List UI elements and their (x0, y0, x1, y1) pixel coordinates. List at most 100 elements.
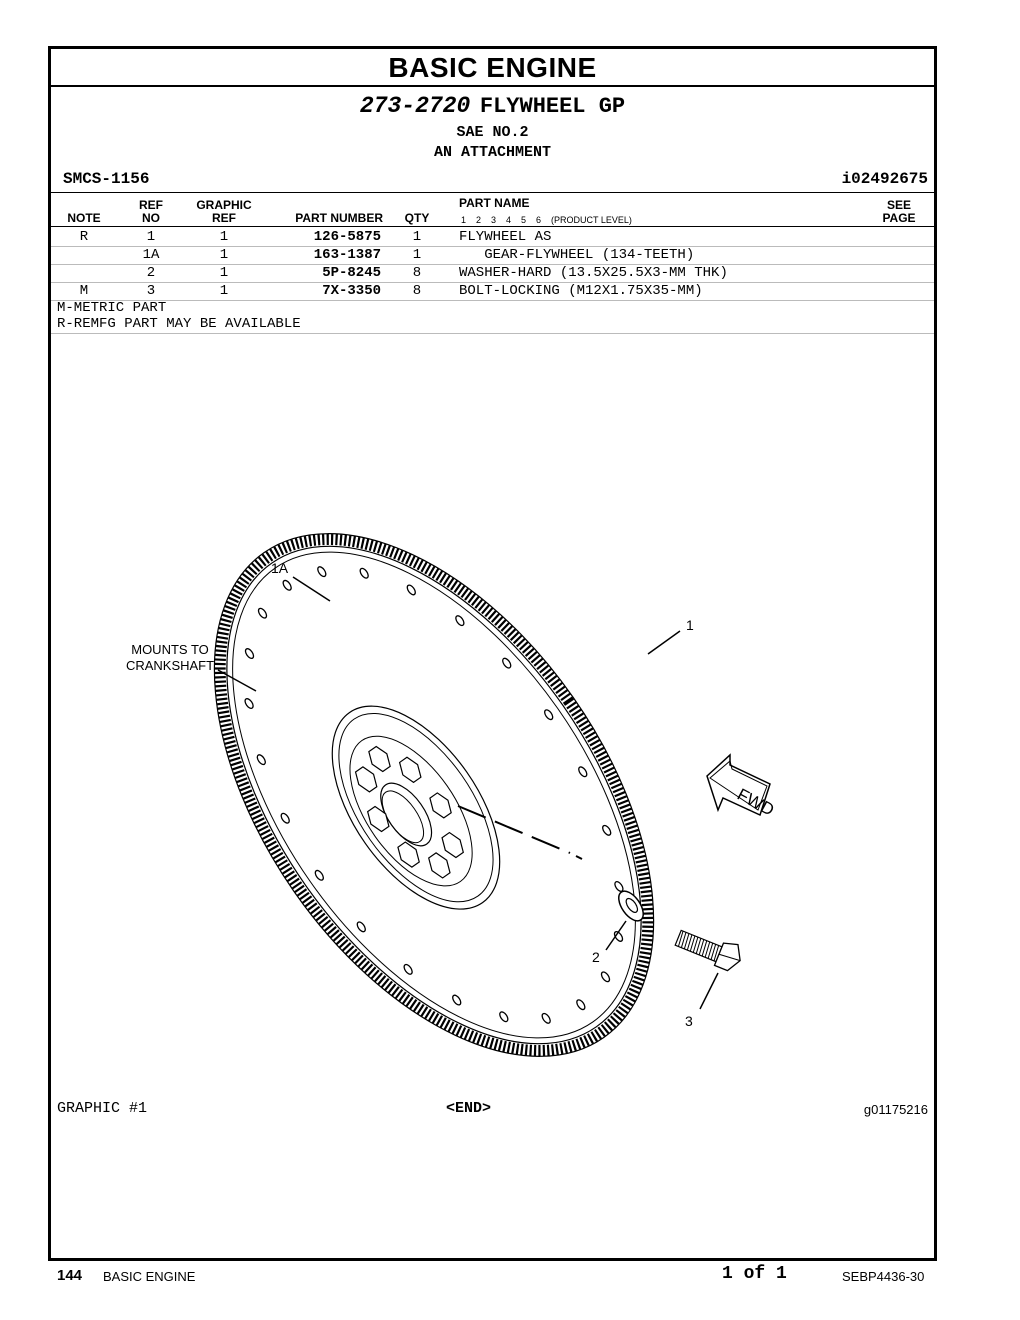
row-divider (51, 300, 934, 301)
callout-1: 1 (686, 617, 694, 633)
notes-rule (51, 333, 934, 334)
locking-bolt (674, 929, 741, 972)
mounting-hole (613, 930, 624, 942)
notes: M-METRIC PART R-REMFG PART MAY BE AVAILA… (57, 300, 301, 332)
fwd-arrow-icon: FWD (706, 753, 777, 820)
hub-bolt-head (428, 852, 451, 879)
flywheel-illustration: FWD 1A MOUNTS TO CRANKSHAFT 1 2 3 (126, 533, 777, 1057)
hub-bolt-head (398, 756, 422, 784)
row-part-number: 126-5875 (313, 229, 381, 245)
page-of: 1 of 1 (722, 1264, 787, 1284)
row-part-number: 163-1387 (313, 247, 381, 263)
mount-label-line2: CRANKSHAFT (126, 658, 214, 673)
row-part-name: WASHER-HARD (13.5X25.5X3-MM THK) (459, 265, 728, 281)
mounting-hole (244, 698, 254, 709)
header-ref-bottom: NO (142, 211, 160, 225)
mounting-hole (541, 1012, 551, 1024)
hub-bolt-head (354, 766, 378, 793)
mounting-hole (256, 754, 266, 766)
mounting-hole (406, 584, 416, 596)
row-qty: 1 (412, 247, 422, 263)
hub-bolt-head (366, 805, 390, 833)
mounting-hole (282, 579, 292, 591)
mounting-hole (602, 824, 612, 836)
row-graphic: 1 (219, 247, 229, 263)
axis-line (457, 805, 571, 854)
note-remfg: R-REMFG PART MAY BE AVAILABLE (57, 316, 301, 332)
washer (618, 890, 644, 922)
row-part-name: GEAR-FLYWHEEL (134-TEETH) (459, 247, 695, 263)
mounting-hole (455, 615, 465, 627)
group-name: FLYWHEEL GP (479, 94, 626, 119)
row-qty: 8 (412, 283, 422, 299)
row-ref: 1 (146, 229, 156, 245)
row-note: M (79, 283, 89, 299)
row-graphic: 1 (219, 229, 229, 245)
row-graphic: 1 (219, 265, 229, 281)
graphic-label: GRAPHIC #1 (57, 1100, 148, 1117)
header-see-bottom: PAGE (882, 211, 916, 225)
row-note: R (79, 229, 89, 245)
hub-bolt-head (368, 745, 391, 773)
page-frame: BASIC ENGINE 273-2720 FLYWHEEL GP SAE NO… (48, 46, 937, 1261)
group-title: 273-2720 FLYWHEEL GP (51, 93, 934, 119)
mounting-hole (317, 566, 327, 578)
flywheel-gear (213, 533, 655, 1057)
callout-2: 2 (592, 949, 600, 965)
group-subtitle-2: AN ATTACHMENT (433, 144, 552, 161)
header-note: NOTE (67, 211, 101, 225)
row-divider (51, 264, 934, 265)
table-header-rule (51, 226, 934, 227)
row-qty: 1 (412, 229, 422, 245)
group-subtitle-1: SAE NO.2 (456, 124, 529, 141)
hub-bolt-head (397, 841, 420, 868)
smcs-code: SMCS-1156 (63, 170, 150, 188)
row-graphic: 1 (219, 283, 229, 299)
row-part-number: 7X-3350 (322, 283, 381, 299)
row-ref: 3 (146, 283, 156, 299)
page-number: 144 (57, 1267, 83, 1284)
row-part-name: BOLT-LOCKING (M12X1.75X35-MM) (459, 283, 703, 299)
mounting-hole (356, 921, 366, 933)
header-graphic-top: GRAPHIC (196, 198, 252, 212)
header-ref-top: REF (139, 198, 163, 212)
mounting-hole (244, 648, 255, 660)
row-divider (51, 246, 934, 247)
mount-label-line1: MOUNTS TO (131, 642, 209, 657)
mounting-hole (576, 999, 586, 1011)
row-ref: 1A (142, 247, 160, 263)
mounting-hole (600, 971, 611, 983)
mounting-hole (544, 709, 554, 721)
header-see-top: SEE (886, 198, 911, 212)
note-metric: M-METRIC PART (57, 300, 167, 316)
mounting-hole (578, 766, 588, 778)
illustration-id: i02492675 (841, 170, 928, 188)
header-graphic-bottom: REF (212, 211, 236, 225)
hub-bolt-head (429, 792, 452, 819)
callout-3: 3 (685, 1013, 693, 1029)
table-top-rule (51, 192, 934, 193)
row-part-number: 5P-8245 (322, 265, 381, 281)
mounting-hole (403, 963, 413, 975)
header-part-number: PART NUMBER (295, 211, 383, 225)
section-title: BASIC ENGINE (51, 49, 934, 87)
hub-bolt-head (441, 831, 464, 859)
row-qty: 8 (412, 265, 422, 281)
graphic-id: g01175216 (863, 1102, 928, 1117)
mounting-hole (452, 994, 462, 1006)
row-part-name: FLYWHEEL AS (459, 229, 552, 245)
callout-1a: 1A (271, 560, 289, 576)
row-ref: 2 (146, 265, 156, 281)
mounting-hole (502, 657, 512, 669)
mounting-hole (359, 567, 369, 579)
mounting-hole (280, 812, 290, 824)
doc-number: SEBP4436-30 (842, 1269, 925, 1284)
header-part-name: PART NAME (459, 196, 530, 210)
mounting-hole (257, 607, 268, 619)
header-product-levels: 1 2 3 4 5 6 (PRODUCT LEVEL) (461, 215, 632, 225)
end-marker: <END> (446, 1100, 492, 1117)
row-divider (51, 282, 934, 283)
footer-section: BASIC ENGINE (103, 1269, 196, 1284)
mounting-hole (499, 1011, 509, 1023)
group-number: 273-2720 (359, 93, 471, 119)
